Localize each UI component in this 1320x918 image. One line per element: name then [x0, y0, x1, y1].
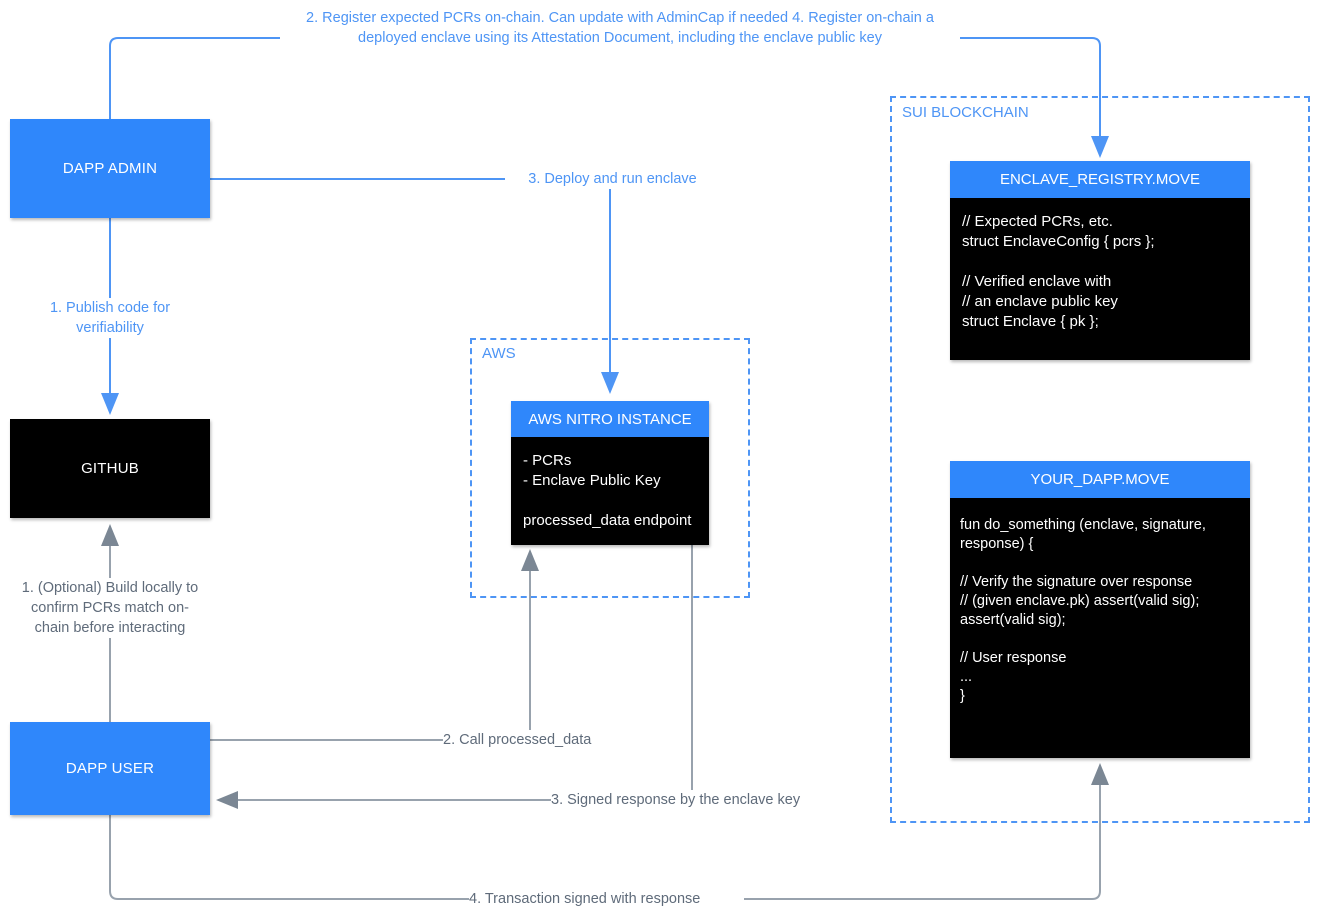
- group-sui-blockchain-label: SUI BLOCKCHAIN: [898, 104, 1033, 121]
- node-dapp-user[interactable]: DAPP USER: [10, 722, 210, 815]
- group-aws-label: AWS: [478, 345, 520, 362]
- label-optional-build: 1. (Optional) Build locally to confirm P…: [14, 578, 206, 638]
- node-enclave-registry[interactable]: ENCLAVE_REGISTRY.MOVE // Expected PCRs, …: [950, 161, 1250, 360]
- node-dapp-user-label: DAPP USER: [65, 760, 155, 777]
- group-sui-blockchain: [890, 96, 1310, 823]
- node-your-dapp[interactable]: YOUR_DAPP.MOVE fun do_something (enclave…: [950, 461, 1250, 758]
- label-top-register: 2. Register expected PCRs on-chain. Can …: [280, 8, 960, 48]
- node-enclave-registry-body: // Expected PCRs, etc. struct EnclaveCon…: [950, 198, 1250, 342]
- node-aws-nitro-header: AWS NITRO INSTANCE: [511, 401, 709, 437]
- node-github-label: GITHUB: [81, 460, 139, 477]
- node-github[interactable]: GITHUB: [10, 419, 210, 518]
- label-deploy-run-enclave: 3. Deploy and run enclave: [505, 169, 720, 189]
- node-aws-nitro-body: - PCRs - Enclave Public Key processed_da…: [511, 437, 709, 541]
- node-enclave-registry-header: ENCLAVE_REGISTRY.MOVE: [950, 161, 1250, 198]
- node-aws-nitro-instance[interactable]: AWS NITRO INSTANCE - PCRs - Enclave Publ…: [511, 401, 709, 545]
- group-aws: [470, 338, 750, 598]
- label-signed-response: 3. Signed response by the enclave key: [551, 790, 841, 810]
- node-your-dapp-body: fun do_something (enclave, signature, re…: [950, 498, 1250, 716]
- label-call-processed-data: 2. Call processed_data: [443, 730, 621, 750]
- label-publish-code: 1. Publish code for verifiability: [19, 298, 201, 338]
- label-transaction-signed: 4. Transaction signed with response: [469, 889, 744, 909]
- node-your-dapp-header: YOUR_DAPP.MOVE: [950, 461, 1250, 498]
- node-dapp-admin[interactable]: DAPP ADMIN: [10, 119, 210, 218]
- node-dapp-admin-label: DAPP ADMIN: [62, 160, 158, 177]
